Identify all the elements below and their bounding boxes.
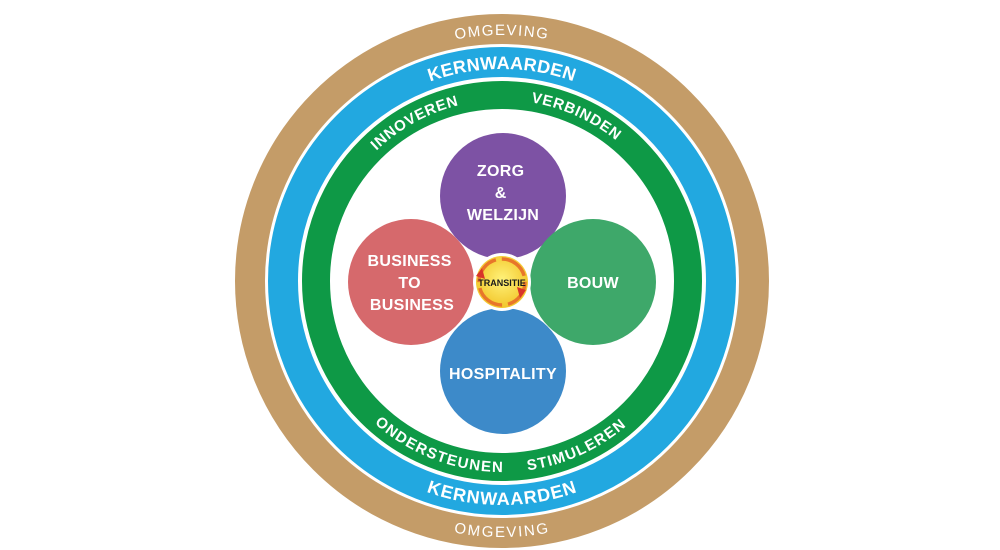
sector-hospitality-circle — [440, 308, 566, 434]
sector-hospitality: HOSPITALITY — [440, 308, 566, 434]
transitie-cycle-arrows-icon — [477, 257, 527, 307]
sector-bouw-label: BOUW — [567, 275, 619, 292]
sector-bouw-circle — [530, 219, 656, 345]
sector-business-to-business-label: BUSINESS TO BUSINESS — [368, 253, 457, 314]
outer-ring-label-bottom: OMGEVING — [453, 519, 551, 540]
transitie-arrowhead-icon — [476, 268, 485, 279]
sector-business-to-business-circle — [348, 219, 474, 345]
outer-ring-label-top: OMGEVING — [453, 21, 551, 42]
sector-bouw: BOUW — [530, 219, 656, 345]
transitie-emblem-disc — [476, 256, 528, 308]
sector-zorg-welzijn-label: ZORG & WELZIJN — [467, 163, 539, 224]
values-ring — [268, 47, 736, 515]
actions-ring — [302, 81, 702, 481]
sector-business-to-business: BUSINESS TO BUSINESS — [348, 219, 474, 345]
transitie-emblem: TRANSITIE — [473, 253, 531, 311]
sector-zorg-welzijn-circle — [440, 133, 566, 259]
transitie-arrowhead-icon-2 — [517, 287, 526, 298]
transitie-label: TRANSITIE — [478, 278, 526, 288]
outer-ring — [235, 14, 769, 548]
sector-zorg-welzijn: ZORG & WELZIJN — [440, 133, 566, 259]
sector-hospitality-label: HOSPITALITY — [449, 366, 557, 383]
